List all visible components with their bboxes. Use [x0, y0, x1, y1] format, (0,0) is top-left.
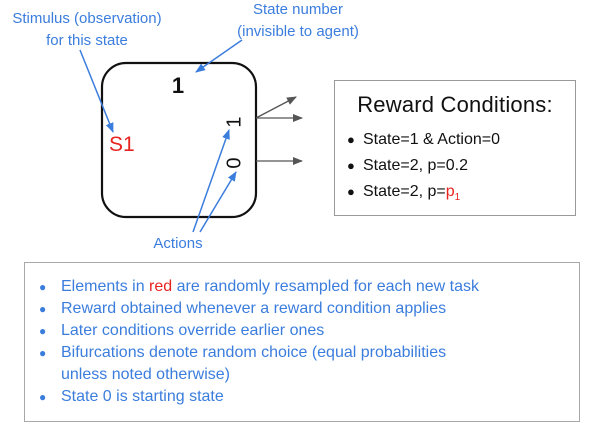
action1-branch-up-arrow [255, 96, 297, 119]
state-box [100, 61, 258, 219]
bullet-icon: ● [347, 184, 355, 199]
note-item: ●Elements in red are randomly resampled … [39, 276, 479, 298]
action1-pointer-arrow [192, 129, 230, 233]
stimulus-text: S1 [109, 133, 135, 156]
bullet-icon: ● [39, 302, 47, 316]
reward-condition-item: ●State=2, p=p1 [347, 179, 500, 211]
reward-condition-item: ●State=1 & Action=0 [347, 127, 500, 153]
reward-conditions-title: Reward Conditions: [357, 92, 553, 117]
state-number-label-line2: (invisible to agent) [237, 23, 359, 40]
red-word: red [149, 278, 173, 295]
reward-conditions-box: Reward Conditions: ●State=1 & Action=0 ●… [334, 80, 576, 216]
bullet-icon: ● [39, 346, 47, 360]
reward-condition-item: ●State=2, p=0.2 [347, 153, 500, 179]
stimulus-label-line2: for this state [46, 32, 128, 49]
bullet-icon: ● [39, 390, 47, 404]
reward-conditions-list: ●State=1 & Action=0 ●State=2, p=0.2 ●Sta… [347, 127, 500, 211]
note-item: ●Bifurcations denote random choice (equa… [39, 344, 447, 383]
notes-box: ●Elements in red are randomly resampled … [24, 262, 580, 422]
note-item: ●Reward obtained whenever a reward condi… [39, 298, 479, 320]
notes-list: ●Elements in red are randomly resampled … [39, 276, 479, 408]
stimulus-label-line1: Stimulus (observation) [12, 10, 161, 27]
action-bottom-label: 0 [223, 157, 245, 168]
action-top-label: 1 [223, 116, 245, 127]
action0-pointer-arrow [199, 171, 237, 233]
stimulus-pointer-arrow [79, 49, 114, 133]
state-number: 1 [172, 73, 184, 98]
bullet-icon: ● [347, 158, 355, 173]
actions-label: Actions [153, 235, 202, 252]
bullet-icon: ● [39, 324, 47, 338]
note-item: ●Later conditions override earlier ones [39, 320, 479, 342]
state-number-label-line1: State number [253, 1, 343, 18]
note-item: ●State 0 is starting state [39, 386, 479, 408]
random-parameter: p1 [445, 183, 461, 204]
bullet-icon: ● [39, 280, 47, 294]
state-number-pointer-arrow [195, 39, 243, 73]
bullet-icon: ● [347, 132, 355, 147]
